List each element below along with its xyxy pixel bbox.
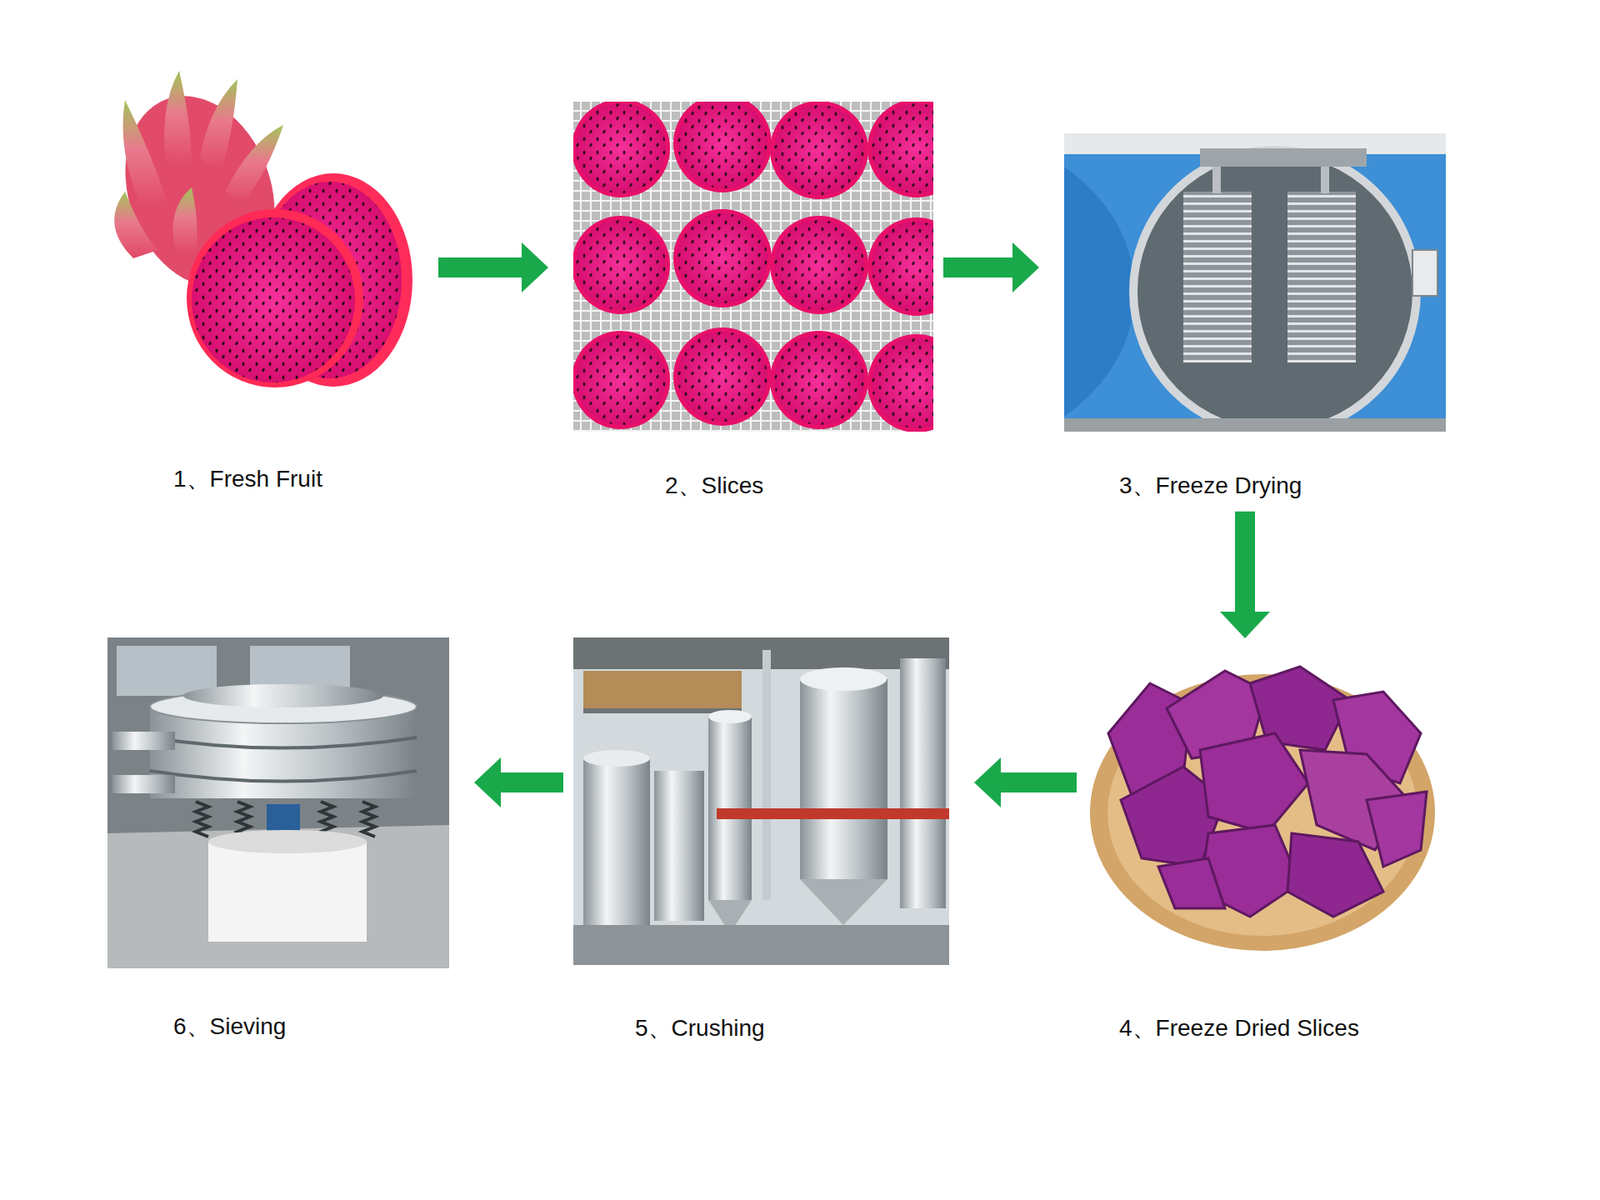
dragon-fruit-picture-part (200, 79, 238, 171)
crushing-plant-picture (573, 637, 950, 965)
step-caption: 1、Fresh Fruit (173, 465, 323, 494)
slices-picture (573, 101, 934, 432)
process-step: 4、Freeze Dried Slices (1086, 663, 1440, 1045)
freeze-dryer-picture-part (1064, 166, 1135, 417)
dragon-fruit-picture-part (191, 217, 355, 383)
sieve-machine-picture-part (116, 645, 217, 696)
dragon-fruit-picture-part (173, 187, 198, 255)
flow-arrow (974, 757, 1077, 808)
crushing-plant-picture-part (708, 710, 752, 724)
crushing-plant-picture-part (800, 667, 887, 691)
crushing-plant-picture-part (583, 758, 650, 925)
step-caption: 6、Sieving (173, 1012, 286, 1041)
sieve-machine-picture-part (150, 770, 417, 782)
crushing-plant-picture-part (573, 637, 950, 965)
freeze-dryer-picture (1064, 133, 1446, 432)
slices-picture-part (573, 215, 670, 315)
freeze-dryer-picture-part (1064, 418, 1446, 432)
sieve-machine-picture-part (107, 825, 450, 969)
slices-picture-part (673, 101, 772, 193)
flow-arrow (438, 242, 549, 293)
process-step: 6、Sieving (107, 637, 450, 1043)
crushing-plant-picture-part (654, 770, 705, 921)
freeze-dryer-picture-part (1287, 191, 1356, 363)
sieve-machine-picture (107, 637, 450, 969)
sieve-machine-picture-part (208, 830, 367, 854)
freeze-dryer-picture-part (1320, 166, 1330, 194)
sieve-machine-picture-part (183, 684, 384, 708)
dried-slices-picture-part (1200, 733, 1309, 834)
slices-picture-part (867, 101, 934, 198)
crushing-plant-picture-part (573, 637, 950, 670)
dragon-fruit-picture-part (191, 217, 355, 383)
freeze-dryer-picture-part (1200, 148, 1367, 167)
slices-picture-part (573, 101, 670, 198)
sieve-machine-picture-part (107, 637, 450, 969)
dragon-fruit-picture-part (186, 209, 364, 388)
step-caption: 4、Freeze Dried Slices (1119, 1014, 1360, 1043)
step-caption: 5、Crushing (635, 1014, 765, 1043)
sieve-machine-picture-part (112, 775, 175, 794)
slices-picture-part (867, 217, 934, 316)
slices-picture-part (770, 215, 869, 315)
slices-picture-part (867, 334, 934, 432)
freeze-dryer-picture-part (1412, 250, 1438, 296)
process-step: 1、Fresh Fruit (112, 66, 429, 495)
sieve-machine-picture-part (112, 731, 175, 750)
step-caption: 2、Slices (665, 471, 764, 500)
dragon-fruit-picture-part (164, 70, 192, 167)
crushing-plant-picture-part (716, 808, 950, 820)
sieve-machine-picture-part (195, 801, 209, 837)
slices-picture-part (673, 327, 772, 426)
dried-slices-picture-part (1158, 858, 1225, 909)
sieve-machine-picture-part (208, 841, 367, 942)
freeze-dryer-picture-part (1212, 166, 1221, 194)
dragon-fruit-picture-part (225, 125, 284, 205)
process-step: 2、Slices (573, 101, 934, 502)
slices-picture-part (673, 209, 772, 308)
dragon-fruit-picture (100, 70, 413, 388)
sieve-machine-picture-part (362, 801, 375, 837)
sieve-machine-picture-part (237, 801, 250, 837)
freeze-dryer-picture-part (1183, 191, 1252, 363)
dragon-fruit-picture-part (123, 100, 168, 209)
dried-slices-picture-part (1287, 833, 1384, 917)
dragon-fruit-picture-part (114, 191, 159, 259)
crushing-plant-picture-part (800, 679, 888, 880)
slices-picture-part (770, 330, 869, 430)
slices-picture-part (770, 101, 869, 200)
crushing-plant-picture-part (583, 750, 650, 767)
crushing-plant-picture-part (900, 658, 946, 909)
slices-picture-part (573, 330, 670, 430)
flow-arrow (943, 242, 1040, 293)
freeze-dryer-picture-part (1133, 150, 1417, 432)
process-step: 5、Crushing (573, 637, 950, 1045)
crushing-plant-picture-part (800, 879, 888, 925)
crushing-plant-picture-part (573, 925, 950, 965)
sieve-machine-picture-part (150, 737, 417, 749)
step-caption: 3、Freeze Drying (1119, 471, 1302, 500)
dried-slices-picture (1090, 666, 1435, 951)
crushing-plant-picture-part (762, 650, 771, 900)
crushing-plant-picture-part (583, 670, 742, 709)
flow-arrow (1220, 511, 1270, 639)
process-step: 3、Freeze Drying (1064, 133, 1446, 502)
flow-arrow (474, 757, 564, 808)
dried-slices-picture-part (1366, 791, 1427, 867)
